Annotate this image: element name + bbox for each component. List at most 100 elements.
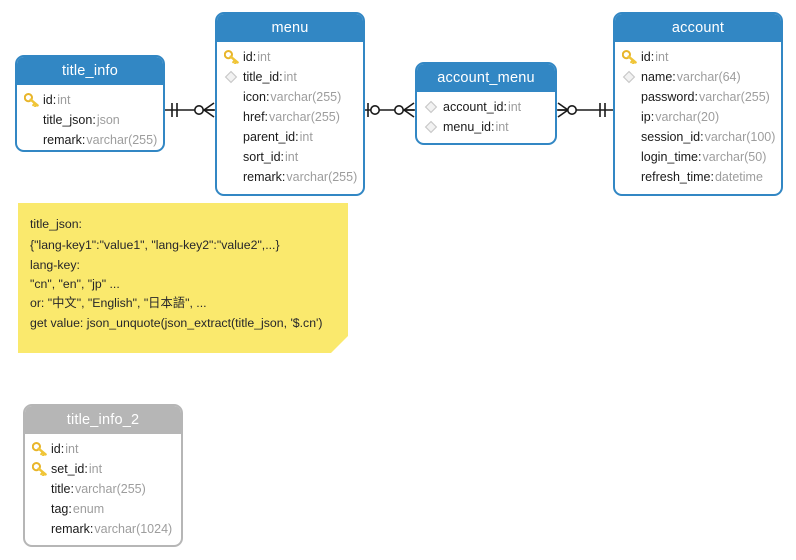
field-row[interactable]: remark:varchar(255): [217, 167, 363, 187]
field-row[interactable]: remark:varchar(255): [17, 130, 163, 150]
entity-title-account: account: [615, 14, 781, 42]
field-row[interactable]: sort_id:int: [217, 147, 363, 167]
field-separator: :: [68, 502, 72, 516]
field-type: varchar(255): [269, 110, 340, 124]
field-row[interactable]: login_time:varchar(50): [615, 147, 781, 167]
field-row[interactable]: title:varchar(255): [25, 479, 181, 499]
field-name: id: [43, 93, 53, 107]
field-row[interactable]: name:varchar(64): [615, 67, 781, 87]
field-name: id: [51, 442, 61, 456]
field-row[interactable]: parent_id:int: [217, 127, 363, 147]
field-spacer: [224, 169, 243, 185]
field-name: title: [51, 482, 71, 496]
field-separator: :: [295, 130, 299, 144]
field-row[interactable]: set_id:int: [25, 459, 181, 479]
field-type: int: [283, 70, 297, 84]
foreign-key-icon: [622, 69, 641, 85]
field-spacer: [24, 132, 43, 148]
field-separator: :: [264, 110, 269, 124]
note-title_json[interactable]: title_json:{"lang-key1":"value1", "lang-…: [18, 203, 348, 353]
field-row[interactable]: menu_id:int: [417, 117, 555, 137]
field-separator: :: [700, 130, 704, 144]
field-spacer: [32, 481, 51, 497]
field-name: remark: [43, 133, 82, 147]
field-type: varchar(255): [270, 90, 342, 104]
note-line: lang-key:: [30, 258, 80, 272]
field-spacer: [622, 149, 641, 165]
relationship-title_info-menu: [165, 102, 215, 118]
field-type: int: [495, 120, 509, 134]
field-separator: :: [280, 150, 285, 164]
field-row[interactable]: title_id:int: [217, 67, 363, 87]
field-row[interactable]: icon:varchar(255): [217, 87, 363, 107]
note-line: {"lang-key1":"value1", "lang-key2":"valu…: [30, 238, 280, 252]
field-row[interactable]: href:varchar(255): [217, 107, 363, 127]
field-separator: :: [92, 113, 96, 127]
field-type: varchar(255): [286, 170, 358, 184]
primary-key-icon: [24, 92, 43, 108]
field-separator: :: [490, 120, 495, 134]
note-line: "cn", "en", "jp" ...: [30, 277, 120, 291]
field-name: account_id: [443, 100, 504, 114]
field-spacer: [224, 149, 243, 165]
field-spacer: [622, 109, 641, 125]
field-type: int: [655, 50, 669, 64]
field-spacer: [622, 169, 641, 185]
field-type: datetime: [714, 170, 763, 184]
field-row[interactable]: id:int: [615, 47, 781, 67]
field-row[interactable]: id:int: [17, 90, 163, 110]
field-row[interactable]: id:int: [25, 439, 181, 459]
field-type: enum: [72, 502, 105, 516]
field-separator: :: [70, 482, 74, 496]
entity-title-title_info: title_info: [17, 57, 163, 85]
field-type: varchar(255): [74, 482, 146, 496]
field-row[interactable]: account_id:int: [417, 97, 555, 117]
field-row[interactable]: password:varchar(255): [615, 87, 781, 107]
field-row[interactable]: title_json:json: [17, 110, 163, 130]
field-spacer: [224, 129, 243, 145]
field-name: ip: [641, 110, 651, 124]
field-separator: :: [281, 170, 286, 184]
field-row[interactable]: ip:varchar(20): [615, 107, 781, 127]
field-row[interactable]: tag:enum: [25, 499, 181, 519]
field-spacer: [622, 129, 641, 145]
field-separator: :: [265, 90, 270, 104]
field-name: icon: [243, 90, 266, 104]
field-separator: :: [710, 170, 714, 184]
primary-key-icon: [224, 49, 243, 65]
field-separator: :: [650, 110, 655, 124]
field-name: title_id: [243, 70, 280, 84]
field-row[interactable]: session_id:varchar(100): [615, 127, 781, 147]
field-separator: :: [650, 50, 655, 64]
foreign-key-icon: [424, 99, 443, 115]
field-name: session_id: [641, 130, 701, 144]
field-spacer: [24, 112, 43, 128]
field-name: set_id: [51, 462, 85, 476]
field-row[interactable]: id:int: [217, 47, 363, 67]
field-type: int: [507, 100, 522, 114]
field-type: int: [257, 50, 271, 64]
primary-key-icon: [32, 461, 51, 477]
field-row[interactable]: refresh_time:datetime: [615, 167, 781, 187]
field-type: json: [96, 113, 120, 127]
field-row[interactable]: remark:varchar(1024): [25, 519, 181, 539]
field-type: varchar(255): [698, 90, 770, 104]
relationship-menu-account_menu: [365, 102, 415, 118]
field-separator: :: [503, 100, 507, 114]
field-type: int: [65, 442, 79, 456]
field-spacer: [224, 89, 243, 105]
field-type: int: [88, 462, 103, 476]
field-separator: :: [84, 462, 88, 476]
field-name: id: [641, 50, 651, 64]
relationship-account_menu-account: [557, 102, 613, 118]
